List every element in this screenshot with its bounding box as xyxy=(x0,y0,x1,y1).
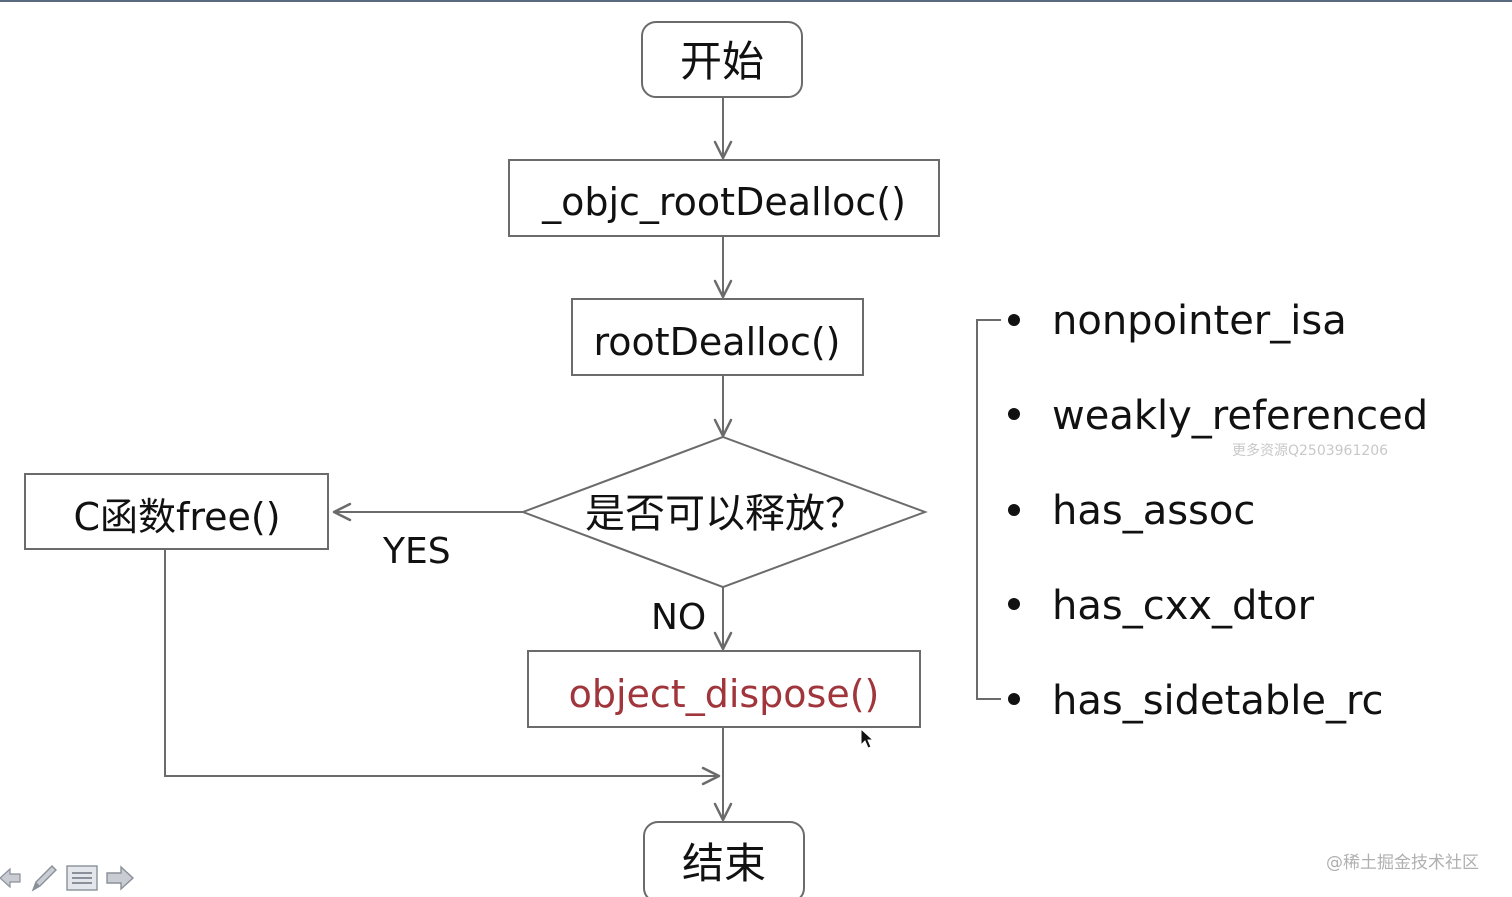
top-strip xyxy=(0,0,1512,2)
watermark-text: 更多资源Q2503961206 xyxy=(1232,442,1388,459)
menu-icon[interactable] xyxy=(66,862,98,894)
node-end: 结束 xyxy=(682,839,766,888)
conditions-bracket xyxy=(976,319,1001,700)
node-start: 开始 xyxy=(680,37,764,86)
condition-bullet xyxy=(1008,314,1020,326)
node-root-dealloc-box xyxy=(571,298,864,376)
forward-arrow-icon[interactable] xyxy=(104,862,136,894)
condition-item: has_assoc xyxy=(1052,488,1255,534)
node-c-free: C函数free() xyxy=(73,495,280,539)
node-start-box xyxy=(641,21,803,98)
pen-icon[interactable] xyxy=(28,862,60,894)
node-end-box xyxy=(643,821,805,897)
node-objc-root-dealloc: _objc_rootDealloc() xyxy=(541,180,906,224)
condition-item: has_sidetable_rc xyxy=(1052,678,1384,724)
back-arrow-icon[interactable] xyxy=(0,862,22,894)
condition-bullet xyxy=(1008,408,1020,420)
edge-free-to-join xyxy=(164,550,721,786)
node-object-dispose-box xyxy=(527,650,921,728)
credit-text: @稀土掘金技术社区 xyxy=(1326,853,1479,873)
condition-item: has_cxx_dtor xyxy=(1052,583,1315,629)
node-c-free-box xyxy=(24,473,329,550)
node-root-dealloc: rootDealloc() xyxy=(593,320,840,364)
edge-label-yes: YES xyxy=(382,531,451,572)
condition-bullet xyxy=(1008,693,1020,705)
condition-item: weakly_referenced xyxy=(1052,393,1428,439)
mouse-cursor-icon xyxy=(860,727,875,749)
node-object-dispose: object_dispose() xyxy=(569,672,880,716)
node-objc-root-dealloc-box xyxy=(508,159,940,237)
edge-label-no: NO xyxy=(651,597,706,638)
condition-bullet xyxy=(1008,598,1020,610)
presentation-toolbar xyxy=(0,860,150,896)
node-decision: 是否可以释放？ xyxy=(585,491,865,537)
condition-bullet xyxy=(1008,504,1020,516)
conditions-list: nonpointer_isa weakly_referenced has_ass… xyxy=(1008,298,1428,724)
condition-item: nonpointer_isa xyxy=(1052,298,1347,344)
node-decision-shape xyxy=(520,435,928,589)
